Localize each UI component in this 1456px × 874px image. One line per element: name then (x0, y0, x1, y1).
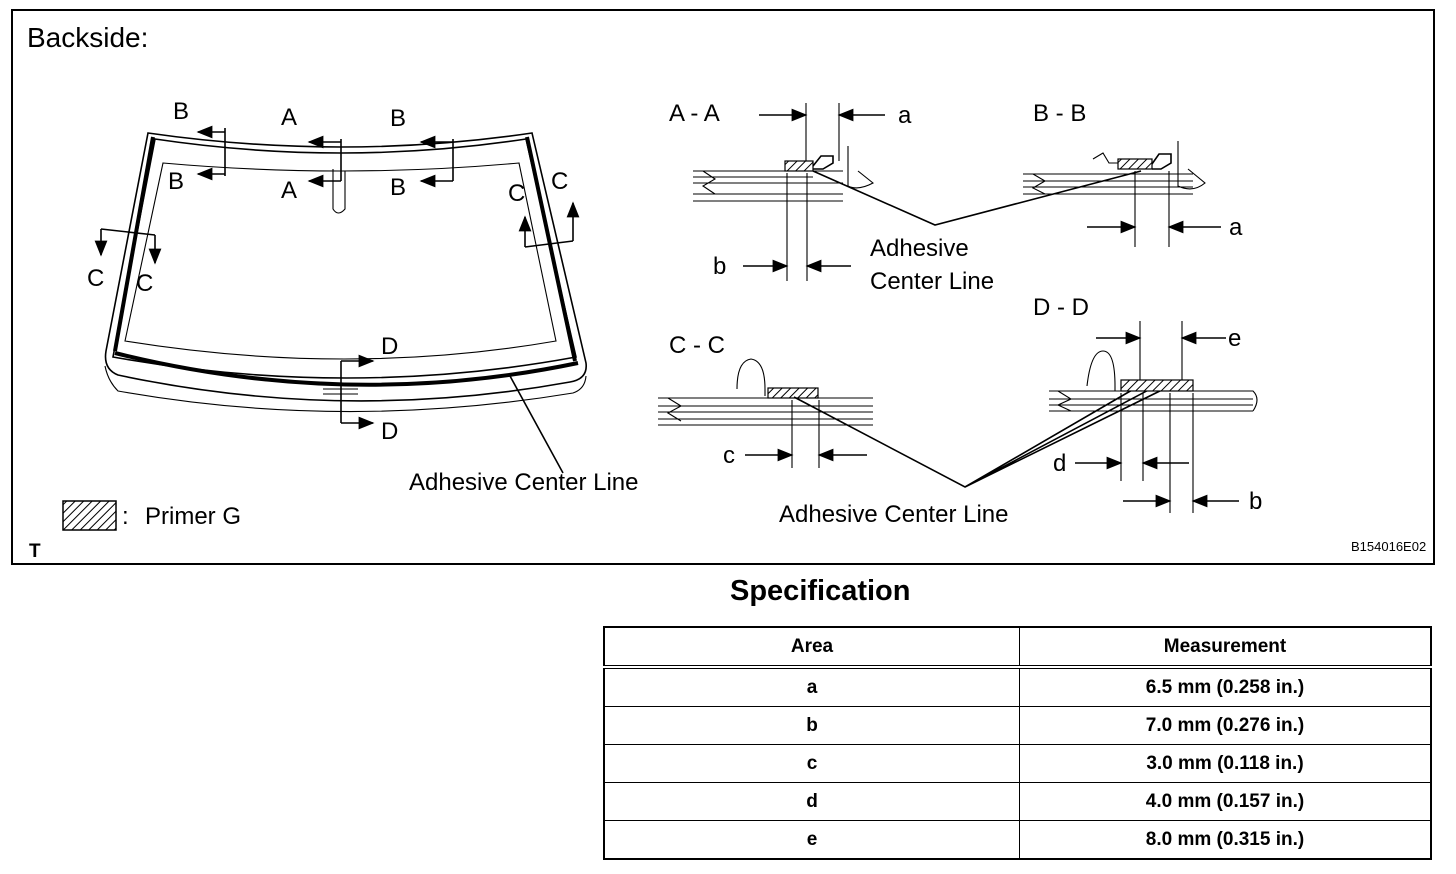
column-header-measurement: Measurement (1019, 626, 1432, 669)
area-cell: e (603, 820, 1020, 860)
measurement-cell: 6.5 mm (0.258 in.) (1019, 666, 1432, 707)
windshield-outline (104, 132, 587, 413)
label-b-inner-right: B (390, 174, 406, 201)
label-d-top: D (381, 333, 398, 360)
specification-title: Specification (730, 575, 911, 607)
area-cell: c (603, 744, 1020, 783)
label-b-inner-left: B (168, 168, 184, 195)
label-c-left-inner: C (136, 270, 153, 297)
table-row: a 6.5 mm (0.258 in.) (603, 666, 1432, 707)
area-cell: d (603, 782, 1020, 821)
measurement-cell: 3.0 mm (0.118 in.) (1019, 744, 1432, 783)
adhesive-line-right (525, 136, 577, 362)
primer-c (767, 387, 819, 399)
primer-legend-swatch (62, 500, 117, 531)
adhesive-center-line-label-right: Adhesive Center Line (779, 501, 1008, 528)
label-a-inner: A (281, 177, 297, 204)
column-header-area: Area (603, 626, 1020, 669)
section-b-b: B - B a (1023, 100, 1243, 247)
adhesive-label-line1: Adhesive (870, 235, 969, 262)
adhesive-pointer-lower (793, 385, 1171, 488)
legend-label: Primer G (145, 503, 241, 530)
label-c-right-outer: C (551, 168, 568, 195)
primer-d (1120, 379, 1194, 392)
label-c-right-inner: C (508, 180, 525, 207)
section-c-c-title: C - C (669, 332, 725, 359)
specification-table: Area Measurement a 6.5 mm (0.258 in.) b … (603, 626, 1432, 860)
legend-separator: : (122, 503, 129, 530)
section-a-a-title: A - A (669, 100, 720, 127)
table-row: e 8.0 mm (0.315 in.) (603, 820, 1432, 860)
label-d-bottom: D (381, 418, 398, 445)
section-a-a: A - A a b (669, 100, 912, 281)
label-b-top-left: B (173, 98, 189, 125)
table-row: d 4.0 mm (0.157 in.) (603, 782, 1432, 821)
dim-a-aa: a (898, 102, 912, 129)
section-d-d: D - D e d b (1033, 294, 1262, 515)
measurement-cell: 8.0 mm (0.315 in.) (1019, 820, 1432, 860)
dim-b-aa: b (713, 253, 726, 280)
section-c-c: C - C c (658, 332, 873, 469)
adhesive-label-line2: Center Line (870, 268, 994, 295)
corner-mark: T (29, 541, 41, 562)
figure-code: B154016E02 (1351, 539, 1426, 554)
label-a-top: A (281, 104, 297, 131)
section-arrows-left (94, 125, 580, 474)
adhesive-line-left (113, 136, 155, 352)
primer-a (784, 160, 814, 172)
measurement-cell: 7.0 mm (0.276 in.) (1019, 706, 1432, 745)
dim-e-dd: e (1228, 325, 1241, 352)
dim-a-bb: a (1229, 214, 1243, 241)
area-cell: a (603, 666, 1020, 707)
table-row: c 3.0 mm (0.118 in.) (603, 744, 1432, 783)
measurement-cell: 4.0 mm (0.157 in.) (1019, 782, 1432, 821)
dim-d-dd: d (1053, 450, 1066, 477)
windshield-diagram: Backside: B B A A B B (11, 9, 1435, 565)
adhesive-pointer-upper (812, 170, 1142, 226)
dim-c-cc: c (723, 442, 735, 469)
adhesive-line-bottom (114, 351, 579, 387)
area-cell: b (603, 706, 1020, 745)
section-b-b-title: B - B (1033, 100, 1086, 127)
heading: Backside: (27, 22, 148, 53)
adhesive-center-line-label-left: Adhesive Center Line (409, 469, 638, 496)
diagram-canvas: Backside: B B A A B B (27, 22, 1426, 562)
dim-b-dd: b (1249, 488, 1262, 515)
table-row: b 7.0 mm (0.276 in.) (603, 706, 1432, 745)
section-d-d-title: D - D (1033, 294, 1089, 321)
label-b-top-right: B (390, 105, 406, 132)
label-c-left-outer: C (87, 265, 104, 292)
table-header-row: Area Measurement (603, 626, 1432, 669)
primer-b (1117, 158, 1153, 170)
